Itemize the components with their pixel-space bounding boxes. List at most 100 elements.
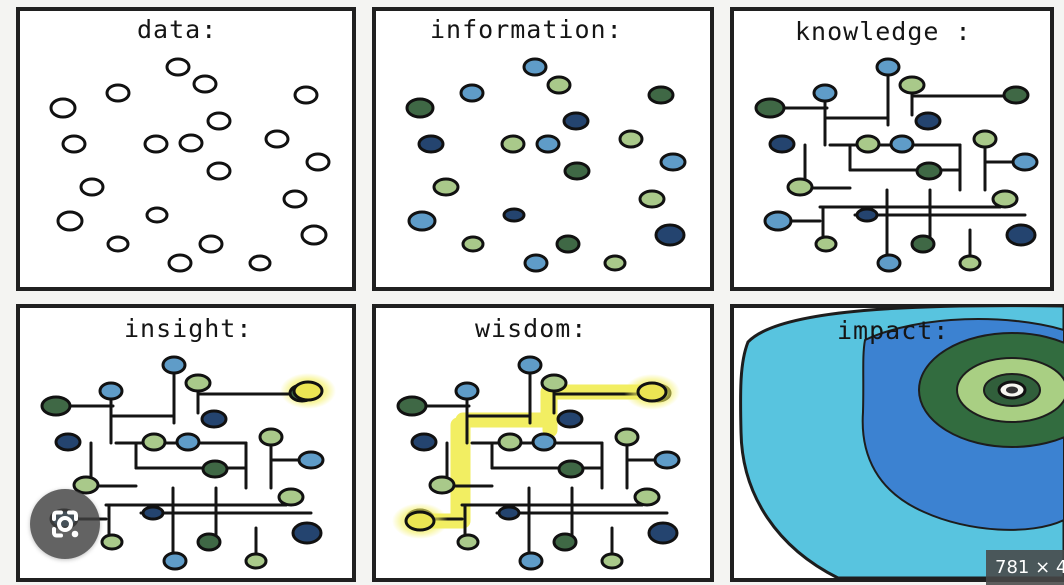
- network-node: [297, 450, 325, 470]
- information-dot: [461, 235, 485, 253]
- data-dot: [106, 235, 130, 253]
- network-node: [531, 432, 557, 452]
- network-node: [1011, 152, 1039, 172]
- data-dot: [145, 206, 169, 224]
- network-node: [875, 57, 901, 77]
- network-node: [518, 551, 544, 571]
- network-node: [915, 161, 943, 181]
- network-node: [456, 533, 480, 551]
- network-node: [910, 234, 936, 254]
- insight-highlighted-node: [292, 380, 324, 402]
- network-node: [889, 134, 915, 154]
- network-node: [557, 459, 585, 479]
- information-dot: [638, 189, 666, 209]
- information-dot: [647, 85, 675, 105]
- data-dot: [293, 85, 319, 105]
- network-node: [72, 475, 100, 495]
- data-dot: [282, 189, 308, 209]
- information-dot: [603, 254, 627, 272]
- network-node: [200, 409, 228, 429]
- network-node: [517, 355, 543, 375]
- data-dot: [198, 234, 224, 254]
- data-dot: [264, 129, 290, 149]
- panel-title-impact: impact:: [837, 316, 949, 345]
- data-dot: [105, 83, 131, 103]
- information-dot-group: [405, 57, 687, 273]
- network-node: [161, 355, 187, 375]
- impact-concentric-rings: [739, 304, 1064, 580]
- data-dot-group: [49, 57, 331, 273]
- network-node: [768, 134, 796, 154]
- network-node: [898, 75, 926, 95]
- panel-title-wisdom: wisdom:: [475, 314, 587, 343]
- information-dot: [459, 83, 485, 103]
- network-node: [258, 427, 284, 447]
- data-dot: [206, 111, 232, 131]
- network-node: [410, 432, 438, 452]
- network-node: [653, 450, 681, 470]
- network-node: [754, 97, 786, 119]
- network-node: [162, 551, 188, 571]
- network-node: [972, 129, 998, 149]
- network-node: [958, 254, 982, 272]
- network-node: [54, 432, 82, 452]
- network-node: [201, 459, 229, 479]
- information-dot: [502, 207, 526, 223]
- network-node: [175, 432, 201, 452]
- information-dot: [500, 134, 526, 154]
- data-dot: [49, 97, 77, 119]
- information-dot: [432, 177, 460, 197]
- network-node: [396, 395, 428, 417]
- information-dot: [407, 210, 437, 232]
- information-dot: [546, 75, 572, 95]
- data-dot: [165, 57, 191, 77]
- information-dot: [523, 253, 549, 273]
- impact-core-dot: [1006, 386, 1018, 394]
- network-node: [786, 177, 814, 197]
- data-dot: [178, 133, 204, 153]
- data-dot: [192, 74, 218, 94]
- wisdom-network: [392, 355, 681, 571]
- information-dot: [654, 223, 686, 247]
- network-node: [855, 134, 881, 154]
- network-node: [552, 532, 578, 552]
- network-node: [614, 427, 640, 447]
- network-node: [98, 381, 124, 401]
- network-node: [763, 210, 793, 232]
- network-node: [497, 505, 521, 521]
- data-dot: [143, 134, 169, 154]
- data-dot: [305, 152, 331, 172]
- network-node: [633, 487, 661, 507]
- information-dot: [562, 111, 590, 131]
- network-node: [40, 395, 72, 417]
- information-dot: [659, 152, 687, 172]
- network-node: [1002, 85, 1030, 105]
- network-node: [277, 487, 305, 507]
- network-node: [291, 521, 323, 545]
- knowledge-network: [754, 57, 1039, 273]
- information-dot: [535, 134, 561, 154]
- image-size-badge: 781 × 4: [986, 550, 1064, 585]
- panel-title-knowledge: knowledge :: [795, 17, 972, 46]
- network-node: [100, 533, 124, 551]
- information-dot: [417, 134, 445, 154]
- data-dot: [56, 210, 84, 232]
- network-node: [428, 475, 456, 495]
- information-dot: [522, 57, 548, 77]
- network-node: [540, 373, 568, 393]
- network-node: [141, 432, 167, 452]
- network-node: [556, 409, 584, 429]
- network-node: [141, 505, 165, 521]
- data-dot: [206, 161, 232, 181]
- network-node: [914, 111, 942, 131]
- network-node: [497, 432, 523, 452]
- google-lens-button[interactable]: [30, 489, 100, 559]
- data-dot: [61, 134, 87, 154]
- data-dot: [248, 254, 272, 272]
- network-node: [812, 83, 838, 103]
- network-node: [876, 253, 902, 273]
- wisdom-start-node: [404, 510, 436, 532]
- data-dot: [300, 224, 328, 246]
- network-node: [647, 521, 679, 545]
